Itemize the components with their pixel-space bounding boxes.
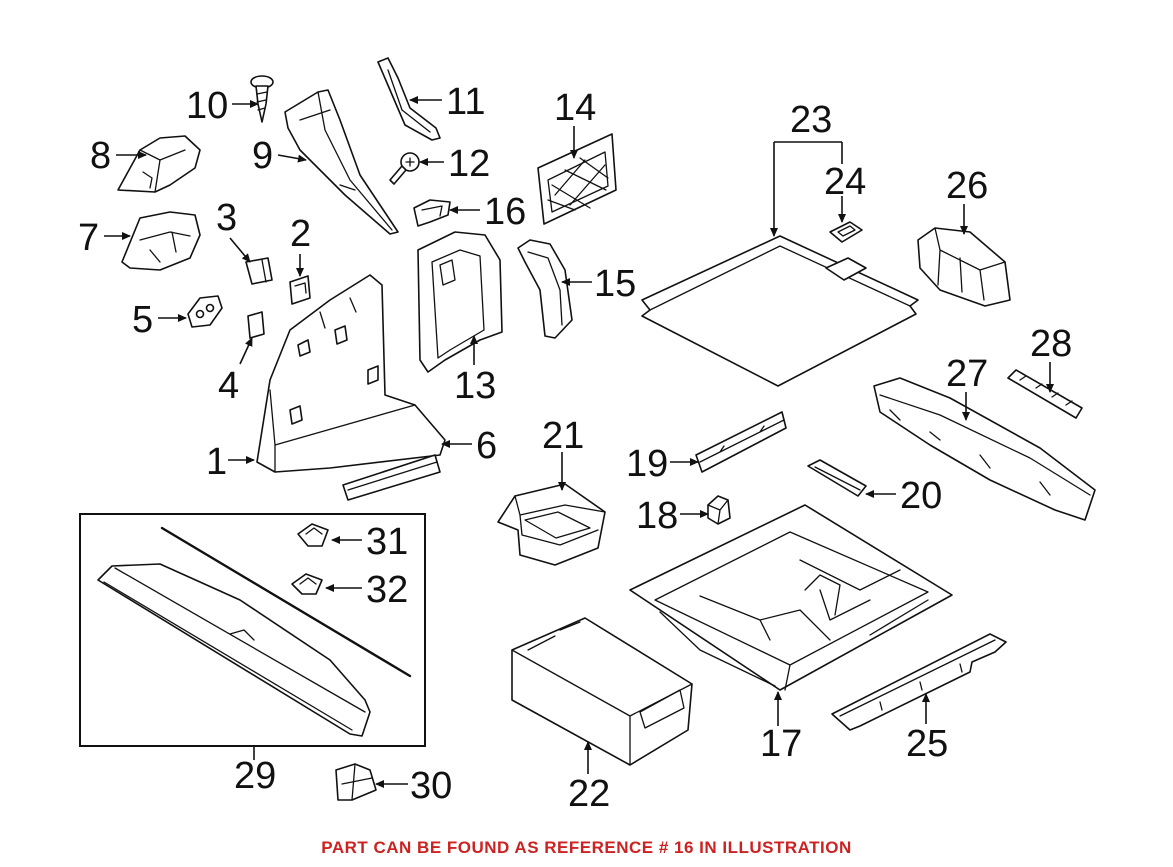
callout-19: 19	[626, 443, 668, 485]
callout-8: 8	[90, 135, 111, 177]
callout-20: 20	[900, 475, 942, 517]
callout-16: 16	[484, 191, 526, 233]
leader-lines	[104, 96, 1054, 788]
part-3-bracket[interactable]	[245, 257, 273, 285]
part-6-sill-strip[interactable]	[342, 454, 441, 501]
part-12-screw[interactable]	[389, 152, 420, 185]
part-30-bracket[interactable]	[335, 763, 377, 801]
part-16-hook[interactable]	[413, 199, 451, 227]
callout-29: 29	[234, 755, 276, 797]
part-19-rail[interactable]	[695, 411, 787, 473]
callout-4: 4	[218, 365, 239, 407]
callout-26: 26	[946, 165, 988, 207]
callout-18: 18	[636, 495, 678, 537]
callout-31: 31	[366, 521, 408, 563]
part-11-upper-bracket[interactable]	[377, 57, 441, 141]
callout-1: 1	[206, 441, 227, 483]
callout-10: 10	[186, 85, 228, 127]
callout-30: 30	[410, 765, 452, 807]
part-26-foam-block[interactable]	[917, 227, 1011, 307]
callout-15: 15	[594, 263, 636, 305]
part-32-clip[interactable]	[291, 573, 323, 595]
callout-2: 2	[290, 213, 311, 255]
callout-6: 6	[476, 425, 497, 467]
callout-3: 3	[216, 197, 237, 239]
part-10-screw[interactable]	[250, 75, 274, 123]
callout-22: 22	[568, 773, 610, 815]
part-18-plug[interactable]	[707, 495, 731, 525]
callout-23: 23	[790, 99, 832, 141]
callout-17: 17	[760, 723, 802, 765]
callout-14: 14	[554, 87, 596, 129]
part-17-storage-bin[interactable]	[629, 504, 953, 691]
callout-12: 12	[448, 143, 490, 185]
part-9-pillar-trim[interactable]	[284, 89, 399, 235]
part-25-rear-rail[interactable]	[831, 633, 1007, 731]
callout-21: 21	[542, 415, 584, 457]
callout-labels: 1 2 3 4 5 6 7 8 9 10 11 12 13 14 15 16 1…	[78, 81, 1072, 815]
callout-7: 7	[78, 217, 99, 259]
part-5-grommet-plate[interactable]	[187, 295, 223, 328]
part-23-load-floor[interactable]	[641, 235, 919, 387]
callout-5: 5	[132, 299, 153, 341]
part-1-side-trim-panel[interactable]	[256, 274, 446, 473]
callout-9: 9	[252, 135, 273, 177]
callout-11: 11	[446, 81, 485, 123]
callout-27: 27	[946, 353, 988, 395]
part-4-clip[interactable]	[247, 311, 265, 339]
part-24-handle-cap[interactable]	[829, 221, 863, 243]
callout-32: 32	[366, 569, 408, 611]
part-31-clip[interactable]	[297, 523, 329, 547]
part-20-small-rail[interactable]	[807, 459, 867, 497]
reference-note: PART CAN BE FOUND AS REFERENCE # 16 IN I…	[321, 838, 852, 857]
part-14-cargo-net[interactable]	[537, 133, 617, 225]
part-28-sill-strip[interactable]	[1007, 369, 1083, 419]
callout-24: 24	[824, 161, 866, 203]
callout-13: 13	[454, 365, 496, 407]
part-22-battery-box[interactable]	[511, 617, 693, 766]
part-13-rear-trim-column[interactable]	[417, 231, 503, 373]
inset-box-29	[79, 513, 426, 747]
part-21-storage-tray[interactable]	[497, 483, 606, 566]
part-15-latch-pillar[interactable]	[517, 239, 573, 339]
part-8-cover-block[interactable]	[117, 135, 201, 193]
part-2-clip[interactable]	[289, 275, 311, 305]
callout-28: 28	[1030, 323, 1072, 365]
part-29-cargo-cover[interactable]	[97, 526, 412, 737]
callout-25: 25	[906, 723, 948, 765]
part-7-corner-bracket[interactable]	[121, 211, 201, 271]
part-27-long-sill-trim[interactable]	[873, 377, 1096, 521]
